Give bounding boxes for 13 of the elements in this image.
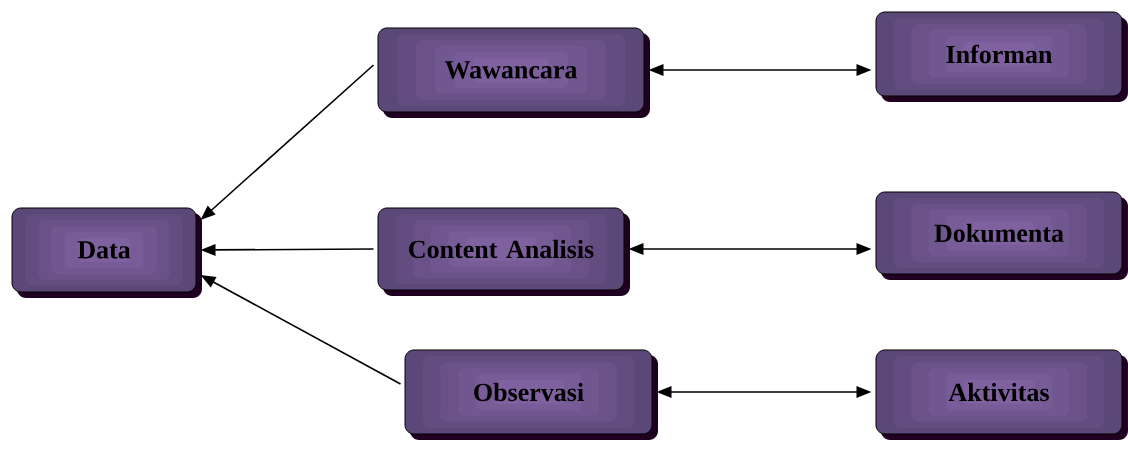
process-box: Informan: [875, 11, 1128, 102]
arrow: [200, 275, 402, 385]
process-box: Dokumenta: [875, 191, 1128, 280]
process-box: Data: [11, 207, 202, 298]
process-box: Aktivitas: [875, 349, 1128, 440]
arrow: [200, 64, 375, 220]
arrow: [200, 243, 375, 256]
process-box: Observasi: [404, 349, 658, 440]
arrow: [648, 64, 872, 76]
arrow: [628, 243, 872, 255]
process-box: Wawancara: [377, 27, 650, 118]
arrow: [656, 386, 872, 398]
process-box: Content Analisis: [377, 207, 630, 296]
